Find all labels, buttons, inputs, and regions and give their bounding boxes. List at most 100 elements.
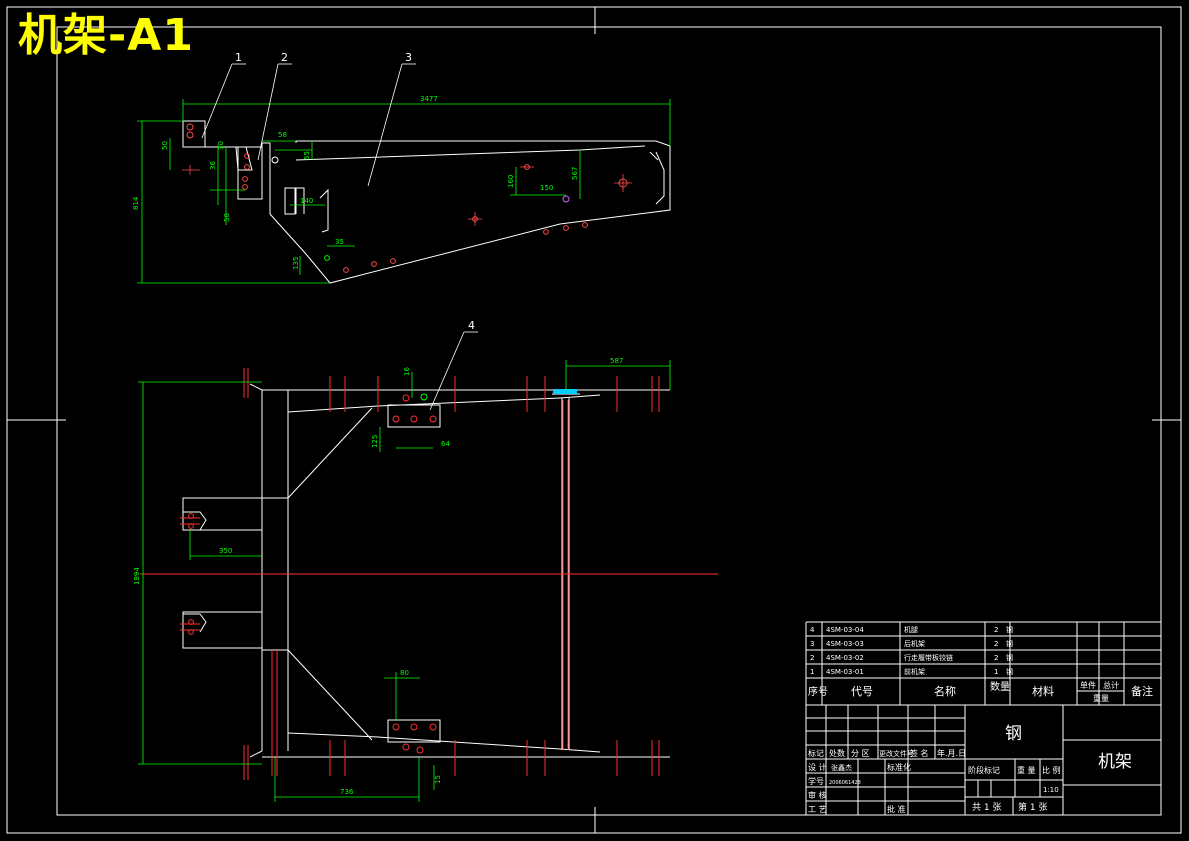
parts-row-name: 前机架	[904, 667, 925, 676]
dim-15: 15	[434, 775, 442, 784]
review-label: 审 核	[808, 790, 827, 800]
parts-list-grid	[805, 621, 1161, 815]
header-remark: 备注	[1131, 684, 1153, 698]
dim-50-left: 50	[161, 141, 169, 150]
header-code: 代号	[851, 685, 873, 698]
plan-holes	[188, 394, 437, 754]
dim-16: 16	[403, 367, 411, 376]
dim-135: 135	[292, 257, 300, 270]
header-unit-weight: 单件	[1080, 680, 1096, 690]
dim-64: 64	[441, 440, 450, 448]
title-block: 钢 机架 标记 处数 分 区 更改文件号 签 名 年.月.日 设 计 张鑫杰 标…	[806, 705, 1162, 816]
dim-350: 350	[219, 547, 232, 555]
stage-mark-label: 阶段标记	[968, 765, 1000, 775]
sheet-count: 共 1 张	[972, 802, 1001, 813]
ref-hole-icon	[324, 255, 330, 261]
drawing-title: 机架-A1	[18, 10, 194, 61]
parts-list-header: 序号 代号 名称 数量 材料 单件 总计 重量 备注	[808, 680, 1153, 703]
parts-row-name: 行走履带板铰链	[904, 653, 953, 662]
header-no: 序号	[808, 685, 828, 698]
rev-sign-label: 签 名	[910, 748, 929, 758]
parts-row-no: 3	[810, 640, 814, 648]
parts-list: 4 4SM-03-04 机腿 2 钢 3 4SM-03-03 后机架 2 钢 2…	[805, 621, 1161, 815]
dim-80: 80	[400, 669, 409, 677]
parts-list-rows: 4 4SM-03-04 机腿 2 钢 3 4SM-03-03 后机架 2 钢 2…	[810, 625, 1013, 676]
dim-125: 125	[371, 435, 379, 448]
parts-row-qty: 2	[994, 626, 998, 634]
side-view-dimension-labels: 3477 814 50 36 30 50 58 55 140 35 135 16…	[132, 95, 579, 270]
header-weight: 重量	[1093, 693, 1109, 703]
dim-plan-left-height: 1894	[133, 567, 141, 585]
title-block-grid	[806, 705, 1162, 816]
side-view-balloon-labels: 1 2 3	[235, 51, 412, 64]
dim-58: 58	[278, 131, 287, 139]
inner-border	[56, 26, 1162, 816]
drawing-name: 机架	[1098, 752, 1132, 772]
parts-row-code: 4SM-03-03	[826, 640, 864, 648]
parts-row-code: 4SM-03-01	[826, 668, 864, 676]
dim-36: 36	[209, 161, 217, 170]
parts-row: 1 4SM-03-01 前机架 1 钢	[810, 667, 1013, 676]
pivot-hole-icon	[271, 156, 279, 164]
dim-567: 567	[571, 167, 579, 180]
parts-row-qty: 1	[994, 668, 998, 676]
side-view-outline	[182, 120, 671, 284]
dim-top-overall: 3477	[420, 95, 438, 103]
parts-row-qty: 2	[994, 640, 998, 648]
rev-doc-label: 更改文件号	[879, 749, 914, 758]
side-center-marks	[182, 165, 632, 226]
dim-150: 150	[540, 184, 553, 192]
parts-row-material: 钢	[1006, 639, 1013, 648]
parts-row: 3 4SM-03-03 后机架 2 钢	[810, 639, 1013, 648]
plan-ref-hole-icon	[420, 393, 428, 401]
standardize-label: 标准化	[887, 762, 911, 772]
plan-view-leader	[429, 331, 478, 411]
side-view-leaders	[201, 63, 416, 187]
student-no-value: 2006061428	[829, 780, 861, 786]
balloon-1: 1	[235, 51, 242, 64]
parts-row: 2 4SM-03-02 行走履带板铰链 2 钢	[810, 653, 1013, 662]
parts-row: 4 4SM-03-04 机腿 2 钢	[810, 625, 1013, 634]
dim-35: 35	[335, 238, 344, 246]
dim-left-height: 814	[132, 196, 140, 210]
parts-row-code: 4SM-03-04	[826, 626, 864, 634]
balloon-2: 2	[281, 51, 288, 64]
dim-736: 736	[340, 788, 354, 796]
scale-value: 1:10	[1043, 786, 1059, 794]
material-value: 钢	[1005, 724, 1022, 744]
side-view: 3477 814 50 36 30 50 58 55 140 35 135 16…	[132, 51, 671, 284]
header-qty: 数量	[990, 680, 1010, 693]
rev-zone-label: 分 区	[851, 749, 870, 758]
plan-top-plate	[553, 389, 577, 394]
dim-140: 140	[300, 197, 313, 205]
plan-view-dimensions	[138, 360, 671, 802]
rev-count-label: 处数	[829, 748, 845, 758]
dim-160: 160	[507, 175, 515, 188]
scale-label: 比 例	[1042, 765, 1061, 775]
approve-label: 批 准	[887, 804, 906, 814]
weight-label: 重 量	[1017, 765, 1036, 775]
parts-row-code: 4SM-03-02	[826, 654, 864, 662]
dim-55: 55	[303, 151, 311, 160]
dim-30: 30	[217, 141, 225, 150]
side-view-dimensions	[137, 99, 671, 284]
parts-row-material: 钢	[1006, 625, 1013, 634]
rev-mark-label: 标记	[808, 748, 824, 758]
balloon-3: 3	[405, 51, 412, 64]
header-total-weight: 总计	[1103, 680, 1119, 690]
dim-50-low: 50	[223, 213, 231, 222]
header-name: 名称	[934, 684, 956, 698]
bearing-hole-icon	[562, 195, 570, 203]
process-label: 工 艺	[808, 805, 827, 814]
plan-view: 1894 587 16 125 64 350 80 736 15 4	[133, 319, 718, 802]
plan-view-dimension-labels: 1894 587 16 125 64 350 80 736 15	[133, 357, 623, 796]
parts-row-no: 2	[810, 654, 814, 662]
balloon-4: 4	[468, 319, 475, 332]
dim-plan-top-right: 587	[610, 357, 623, 365]
plan-view-outline	[182, 383, 670, 758]
parts-row-qty: 2	[994, 654, 998, 662]
parts-row-material: 钢	[1006, 653, 1013, 662]
design-label: 设 计	[808, 762, 827, 772]
side-view-holes	[186, 123, 628, 273]
